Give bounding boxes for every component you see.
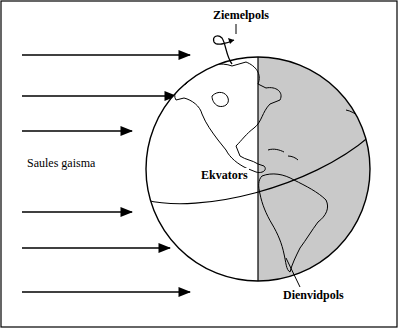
- leader-line: [236, 24, 237, 34]
- light-label: Saules gaisma: [26, 156, 96, 170]
- terminator-line: [257, 57, 258, 281]
- islands: [268, 149, 298, 160]
- pole-label: Ziemelpols: [212, 8, 270, 22]
- rotation-arrow-head: [228, 38, 234, 44]
- equator-label: Ekvators: [200, 168, 249, 182]
- leader-line: [286, 258, 300, 287]
- pole-label: Dienvidpols: [282, 288, 345, 302]
- north-america: [175, 62, 281, 173]
- lake: [212, 92, 228, 106]
- rotation-arrow: [214, 36, 234, 64]
- globe-outline: [146, 57, 370, 281]
- coast: [340, 70, 366, 130]
